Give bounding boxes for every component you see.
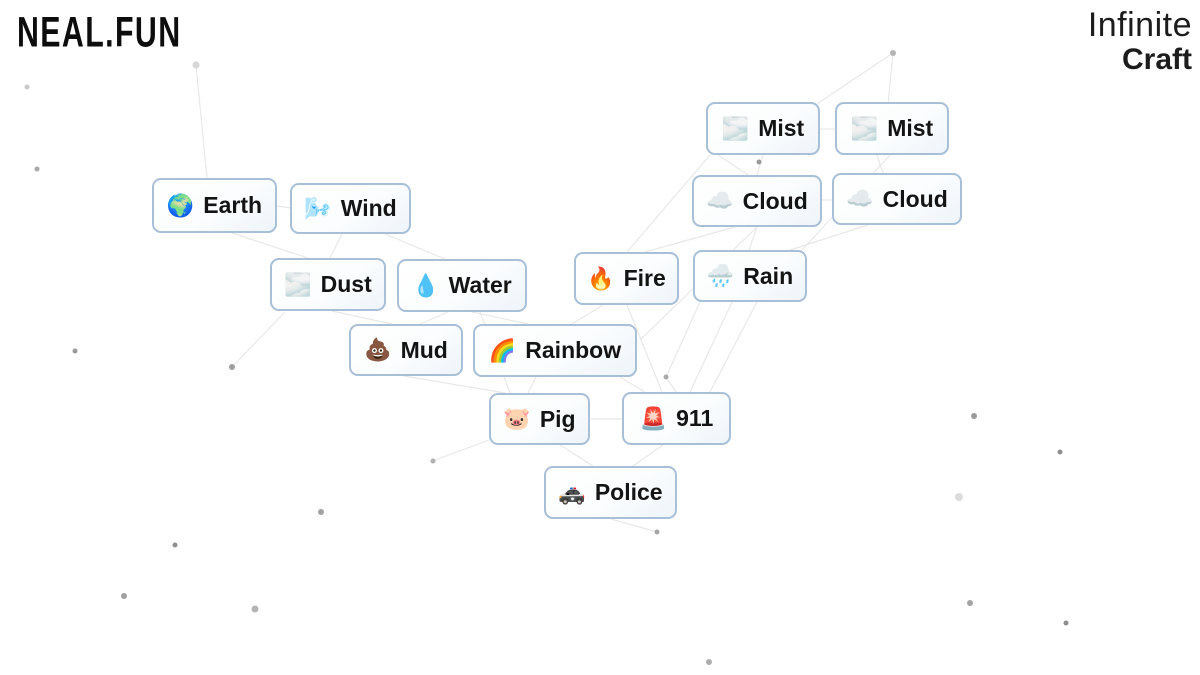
element-card-fire[interactable]: 🔥 Fire [574,252,679,305]
element-card-label: Fire [623,265,666,291]
element-card-police[interactable]: 🚓 Police [544,466,677,519]
element-card-911[interactable]: 🚨 911 [622,392,731,445]
canvas-dot [955,493,963,501]
canvas-edge [876,154,884,174]
canvas-edge [789,224,869,251]
canvas-dot [706,659,712,665]
element-card-label: Rain [743,262,794,289]
canvas-edge [195,64,208,179]
canvas-edge [756,154,764,176]
police-emoji-icon: 🚓 [558,479,586,505]
cloud-1-emoji-icon: ☁️ [706,188,734,213]
element-card-rain[interactable]: 🌧️ Rain [693,250,807,302]
canvas-edge [717,154,749,176]
mist-2-emoji-icon: 🌫️ [850,115,879,141]
element-card-mist-1[interactable]: 🌫️ Mist [706,102,820,155]
canvas-edge [619,376,646,393]
canvas-dot [192,61,200,69]
canvas-dot [967,600,973,606]
element-card-label: Mist [887,115,934,141]
pig-emoji-icon: 🐷 [503,406,531,431]
element-card-cloud-2[interactable]: ☁️ Cloud [832,173,962,225]
cloud-2-emoji-icon: ☁️ [846,186,874,211]
element-card-label: Wind [340,195,397,221]
element-card-label: Water [448,272,512,298]
element-card-label: Mist [758,115,805,141]
fire-emoji-icon: 🔥 [587,265,615,291]
canvas-edge [748,226,758,251]
canvas-dot [251,605,259,613]
element-card-label: Earth [203,192,263,218]
element-card-label: Cloud [882,185,948,212]
canvas-dot [971,413,977,419]
element-card-label: Cloud [742,187,808,214]
canvas-dot [34,166,40,172]
element-card-cloud-1[interactable]: ☁️ Cloud [692,175,822,227]
canvas-edge [816,52,894,105]
canvas-edge [331,310,393,325]
canvas-edge [419,311,449,325]
canvas-edge [432,439,490,462]
canvas-dot [430,458,436,464]
element-card-label: Dust [320,271,372,297]
canvas-edge [231,311,286,368]
canvas-dot [1057,449,1063,455]
mist-1-emoji-icon: 🌫️ [721,115,750,141]
canvas-edge [403,375,506,394]
rain-emoji-icon: 🌧️ [706,263,735,288]
element-card-rainbow[interactable]: 🌈 Rainbow [473,324,637,377]
canvas-edge [665,376,677,393]
element-card-wind[interactable]: 🌬️ Wind [290,183,411,234]
element-card-label: 911 [676,405,714,431]
element-card-earth[interactable]: 🌍 Earth [152,178,277,233]
canvas-edge [571,304,604,325]
element-card-mud[interactable]: 💩 Mud [349,324,463,376]
element-card-dust[interactable]: 🌫️ Dust [270,258,386,311]
neal-fun-logo[interactable]: NEAL.FUN [17,8,182,56]
canvas-dot [756,159,762,165]
canvas-edge [471,311,529,325]
element-card-label: Pig [539,405,576,432]
canvas-dot [663,374,669,380]
element-card-water[interactable]: 💧 Water [397,259,527,312]
canvas-edge [887,52,894,105]
canvas-edge [384,233,446,260]
canvas-edge [276,205,292,209]
canvas-edge [231,232,309,259]
element-card-label: Mud [400,336,448,363]
canvas-edge [329,233,343,259]
mud-emoji-icon: 💩 [364,337,392,362]
canvas-edge [644,226,736,253]
water-emoji-icon: 💧 [412,272,440,298]
wind-emoji-icon: 🌬️ [304,195,332,221]
dust-emoji-icon: 🌫️ [284,271,312,297]
canvas-edge [665,301,701,378]
canvas-edge [689,301,733,393]
infinite-craft-logo: Infinite Craft [1088,8,1192,75]
canvas-dot [172,542,178,548]
canvas-dot [229,364,235,370]
element-card-mist-2[interactable]: 🌫️ Mist [835,102,949,155]
canvas-dot [72,348,78,354]
infinite-craft-logo-line1: Infinite [1087,6,1192,44]
911-emoji-icon: 🚨 [639,405,668,431]
rainbow-emoji-icon: 🌈 [488,337,517,363]
infinite-craft-logo-line2: Craft [1121,43,1192,76]
element-card-pig[interactable]: 🐷 Pig [489,393,590,445]
element-card-label: Rainbow [525,337,622,363]
canvas-dot [890,50,896,56]
canvas-edge [709,301,758,393]
canvas-edge [559,444,594,467]
canvas-dot [318,509,324,515]
canvas-dot [1063,620,1069,626]
canvas-edge [632,444,664,467]
canvas-dot [24,84,30,90]
canvas-edge [610,518,658,533]
earth-emoji-icon: 🌍 [166,192,195,218]
canvas-dot [654,529,660,535]
canvas-edge [527,376,537,394]
element-card-label: Police [594,479,663,505]
canvas-dot [121,593,127,599]
